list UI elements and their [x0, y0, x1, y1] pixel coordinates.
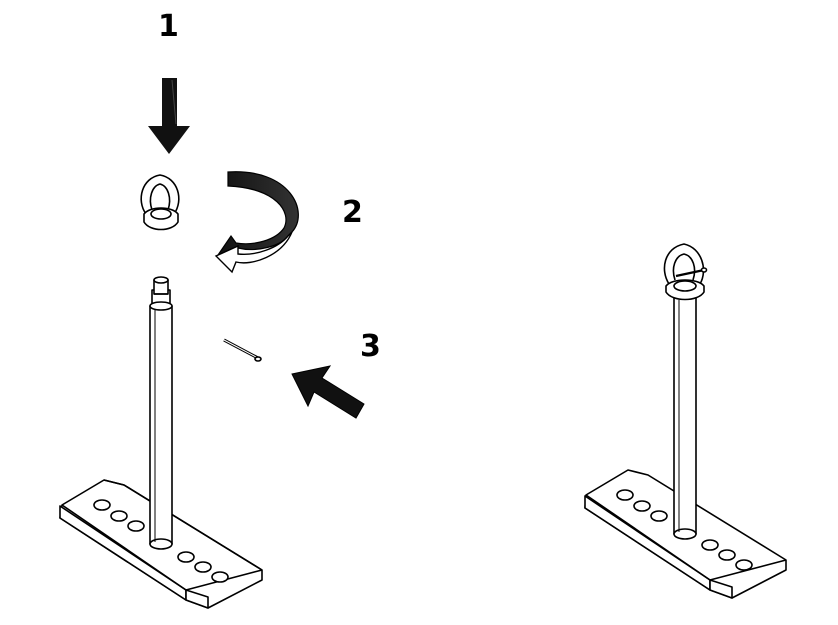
assembled-stand [584, 243, 787, 599]
down-arrow-icon [148, 78, 190, 154]
cotter-pin [223, 338, 262, 362]
post-right [673, 295, 697, 540]
plate-hole [110, 510, 128, 522]
step-3-label: 3 [360, 329, 381, 364]
rotate-arrow-icon [214, 171, 299, 274]
plate-hole [718, 549, 736, 561]
exploded-assembly [59, 174, 263, 609]
plate-hole [701, 539, 719, 551]
plate-hole [177, 551, 195, 563]
plate-hole [211, 571, 229, 583]
diagonal-arrow-icon [291, 365, 365, 419]
plate-hole [735, 559, 753, 571]
eye-nut-attached [663, 243, 708, 301]
post-left [149, 276, 173, 550]
eye-nut [140, 174, 180, 231]
step-2-label: 2 [342, 195, 363, 230]
plate-hole [616, 489, 634, 501]
plate-hole [194, 561, 212, 573]
step-1-label: 1 [158, 9, 179, 44]
plate-hole [650, 510, 668, 522]
plate-hole [93, 499, 111, 511]
plate-hole [633, 500, 651, 512]
plate-hole [127, 520, 145, 532]
